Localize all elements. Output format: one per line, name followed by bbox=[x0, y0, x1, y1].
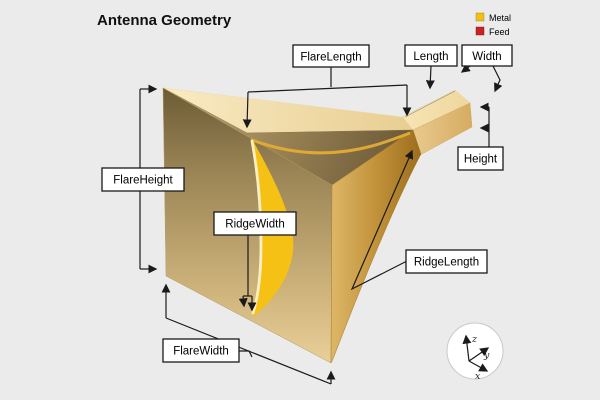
ridge-width-annotation: RidgeWidth bbox=[213, 211, 297, 312]
y-axis-arrow bbox=[468, 347, 490, 362]
ridge-highlight-edge bbox=[250, 139, 263, 315]
length-label: Length bbox=[413, 51, 448, 63]
ridge-width-label: RidgeWidth bbox=[225, 219, 284, 231]
figure-title: Antenna Geometry bbox=[97, 12, 232, 29]
flare-height-label-box bbox=[101, 167, 185, 192]
flare-length-annotation: FlareLength bbox=[242, 44, 412, 129]
axes-triad-circle bbox=[446, 322, 504, 380]
z-axis-arrow bbox=[462, 334, 472, 362]
height-annotation: Height bbox=[457, 102, 504, 171]
width-label: Width bbox=[472, 51, 501, 63]
flare-length-label: FlareLength bbox=[300, 52, 361, 64]
waveguide-top-edge-line bbox=[404, 90, 456, 118]
flare-height-label: FlareHeight bbox=[113, 175, 173, 187]
height-label: Height bbox=[464, 154, 498, 166]
x-axis-label: x bbox=[475, 371, 481, 382]
horn-right-flare-face bbox=[330, 129, 422, 364]
ridge-length-label: RidgeLength bbox=[414, 257, 479, 269]
length-label-box bbox=[404, 44, 458, 67]
ridge-length-annotation: RidgeLength bbox=[350, 149, 488, 291]
legend-metal-label: Metal bbox=[489, 13, 511, 23]
flare-length-label-box bbox=[292, 44, 370, 68]
x-axis-arrow bbox=[468, 360, 489, 372]
dimension-annotations: FlareLength Length Width Height bbox=[101, 44, 513, 385]
legend: Metal Feed bbox=[475, 12, 511, 37]
legend-feed-label: Feed bbox=[489, 27, 510, 37]
ridge-crest-edge bbox=[251, 131, 411, 155]
y-axis-label: y bbox=[483, 350, 490, 361]
legend-feed-swatch bbox=[475, 26, 485, 36]
ridge-length-label-box bbox=[405, 249, 488, 274]
z-axis-label: z bbox=[471, 334, 478, 345]
flare-height-annotation: FlareHeight bbox=[101, 84, 185, 274]
flare-width-label-box bbox=[162, 338, 240, 363]
width-label-box bbox=[461, 44, 513, 67]
width-annotation: Width bbox=[460, 44, 513, 93]
flare-width-label: FlareWidth bbox=[173, 346, 229, 358]
axes-triad: z y x bbox=[446, 322, 504, 382]
legend-metal-swatch bbox=[475, 12, 485, 22]
height-label-box bbox=[457, 146, 504, 171]
flare-width-annotation: FlareWidth bbox=[161, 283, 336, 385]
length-annotation: Length bbox=[404, 44, 458, 90]
ridge-width-label-box bbox=[213, 211, 297, 236]
